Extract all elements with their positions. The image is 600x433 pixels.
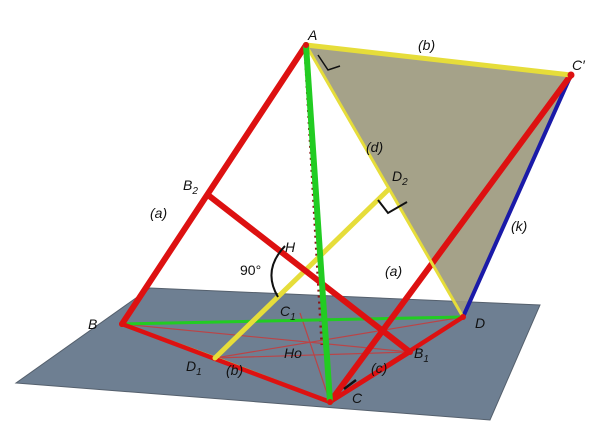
label-d: D <box>475 315 485 331</box>
edge-label-c: (c) <box>371 360 387 376</box>
edge-label-a-left: (a) <box>150 205 167 221</box>
edge-label-a-right: (a) <box>385 263 402 279</box>
vertex-dots <box>119 42 575 405</box>
label-d1: D1 <box>186 358 202 378</box>
ground-plane <box>14 287 541 421</box>
label-b: B <box>88 316 97 332</box>
triangle-a-cprime-d <box>306 45 571 317</box>
edge-a-c <box>303 42 333 405</box>
segment-d1-d2 <box>212 187 391 361</box>
edge-label-d: (d) <box>366 139 383 155</box>
label-c: C <box>352 390 363 406</box>
edge-label-b-top: (b) <box>418 37 435 53</box>
right-angle-mark-a <box>317 54 341 71</box>
angle-arc-90 <box>270 245 286 298</box>
edge-a-d <box>304 43 465 319</box>
edge-b-d <box>120 315 465 326</box>
edge-cprime-d <box>461 73 573 319</box>
label-h: H <box>285 239 296 255</box>
edge-label-k: (k) <box>511 218 527 234</box>
edge-label-b-bottom: (b) <box>226 362 243 378</box>
label-c-prime: C′ <box>572 57 586 73</box>
edge-a-cprime <box>303 42 574 78</box>
angle-label-90: 90° <box>240 262 261 278</box>
right-angle-mark-d2 <box>377 199 408 215</box>
red-edges <box>119 42 574 405</box>
label-a: A <box>307 27 317 43</box>
label-ho: Ho <box>284 345 302 361</box>
red-base-edges <box>119 314 466 405</box>
label-d2: D2 <box>392 168 408 188</box>
label-b1: B1 <box>414 345 429 365</box>
label-b2: B2 <box>183 177 198 197</box>
angle-mark-c <box>343 379 357 390</box>
label-c1: C1 <box>280 303 296 323</box>
